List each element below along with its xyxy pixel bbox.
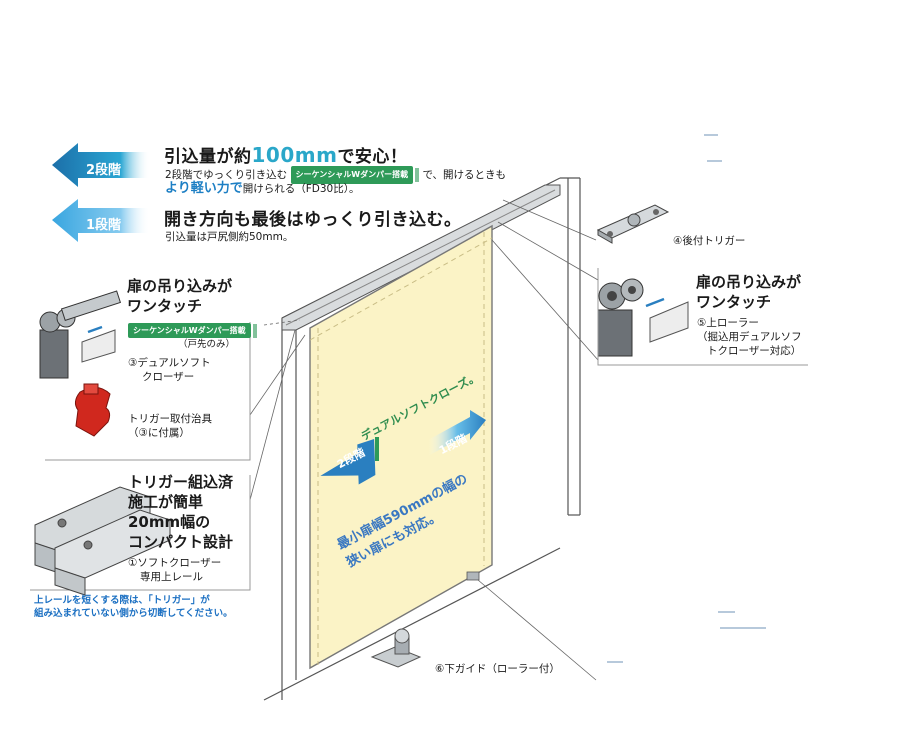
cutting-note: 上レールを短くする際は、「トリガー」が 組み込まれていない側から切断してください… (34, 594, 233, 620)
left-damper-badge: シーケンシャルWダンパー搭載 (128, 320, 257, 339)
part1-label-1: ①ソフトクローザー (128, 557, 222, 569)
headline-2: 開き方向も最後はゆっくり引き込む。 (164, 210, 462, 230)
right-hang-title-2: ワンタッチ (696, 293, 772, 311)
right-hang-title-1: 扉の吊り込みが (696, 273, 802, 291)
leader-lines (249, 199, 599, 681)
headline-1-pre: 引込量が約 (164, 147, 252, 167)
cutting-note-2: 組み込まれていない側から切断してください。 (34, 608, 233, 619)
damper-bar-icon (415, 168, 420, 182)
top-rail-profile-icon (34, 486, 171, 596)
left-hang-title-2: ワンタッチ (127, 297, 203, 315)
part6-label: ⑥下ガイド（ローラー付） (435, 663, 560, 675)
door-end-only: （戸先のみ） (178, 339, 236, 350)
left-panel-frames (30, 322, 251, 591)
jig-label-2: （③に付属） (128, 427, 190, 439)
part3-label-1: ③デュアルソフト (128, 357, 211, 369)
faint-marks (607, 134, 766, 663)
part5-label-2: （掘込用デュアルソフ (697, 331, 802, 343)
stage1-badge: 1段階 (52, 205, 152, 239)
dual-soft-closer-icon (39, 290, 122, 379)
stage1-arrow-icon (52, 199, 150, 242)
rail-title-4: コンパクト設計 (128, 533, 234, 551)
right-panel-frame (597, 268, 808, 366)
headline-1-accent: 100mm (251, 143, 338, 167)
top-rail (281, 184, 561, 331)
part1-label: ①ソフトクローザー 専用上レール (128, 556, 221, 584)
door-stage-arrows (320, 410, 486, 485)
jig-label: トリガー取付治具 （③に付属） (128, 412, 212, 440)
cutting-note-1: 上レールを短くする際は、「トリガー」が (34, 595, 210, 606)
headline-1-line2: 2段階でゆっくり引き込む シーケンシャルWダンパー搭載 で、開けるときも (165, 166, 506, 184)
part4-label: ④後付トリガー (673, 235, 746, 247)
right-hang-title: 扉の吊り込みが ワンタッチ (696, 272, 801, 312)
left-hang-title-1: 扉の吊り込みが (127, 277, 233, 295)
line3-bold: より軽い力で (165, 181, 243, 196)
jig-label-1: トリガー取付治具 (128, 413, 212, 425)
stage2-arrow-icon (52, 143, 150, 187)
part1-label-2: 専用上レール (140, 571, 203, 583)
part3-label: ③デュアルソフト クローザー (128, 356, 211, 384)
headline-1-post: で安心！ (337, 147, 408, 167)
line3-post: 開けられる（FD30比）。 (242, 183, 360, 195)
retrofit-trigger-icon (596, 204, 670, 244)
left-damper-bar-icon (252, 323, 257, 338)
bottom-guide-icon (370, 571, 480, 668)
headline-2-sub: 引込量は戸尻側約50mm。 (165, 231, 294, 243)
upper-roller-icon (597, 278, 689, 357)
stage1-label: 1段階 (86, 218, 122, 233)
rail-title: トリガー組込済 施工が簡単 20mm幅の コンパクト設計 (128, 472, 233, 552)
rail-title-2: 施工が簡単 (128, 493, 204, 511)
line2-post: で、開けるときも (422, 169, 507, 181)
stage2-label: 2段階 (86, 163, 122, 178)
rail-title-3: 20mm幅の (128, 513, 211, 531)
part5-label: ⑤上ローラー （掘込用デュアルソフ トクローザー対応） (697, 316, 802, 358)
part5-label-3: トクローザー対応） (707, 345, 802, 357)
headline-1: 引込量が約100mmで安心！ (164, 142, 407, 167)
rail-title-1: トリガー組込済 (128, 473, 234, 491)
stage2-badge: 2段階 (52, 150, 152, 184)
left-hang-title: 扉の吊り込みが ワンタッチ (127, 276, 232, 316)
damper-badge: シーケンシャルWダンパー搭載 (290, 166, 414, 184)
line2-pre: 2段階でゆっくり引き込む (165, 169, 288, 181)
door-panel (309, 224, 493, 670)
part5-label-1: ⑤上ローラー (697, 317, 759, 329)
headline-1-line3: より軽い力で開けられる（FD30比）。 (165, 182, 360, 196)
part3-label-2: クローザー (142, 371, 195, 383)
left-damper-badge-text: シーケンシャルWダンパー搭載 (128, 323, 251, 338)
trigger-jig-icon (74, 383, 111, 437)
